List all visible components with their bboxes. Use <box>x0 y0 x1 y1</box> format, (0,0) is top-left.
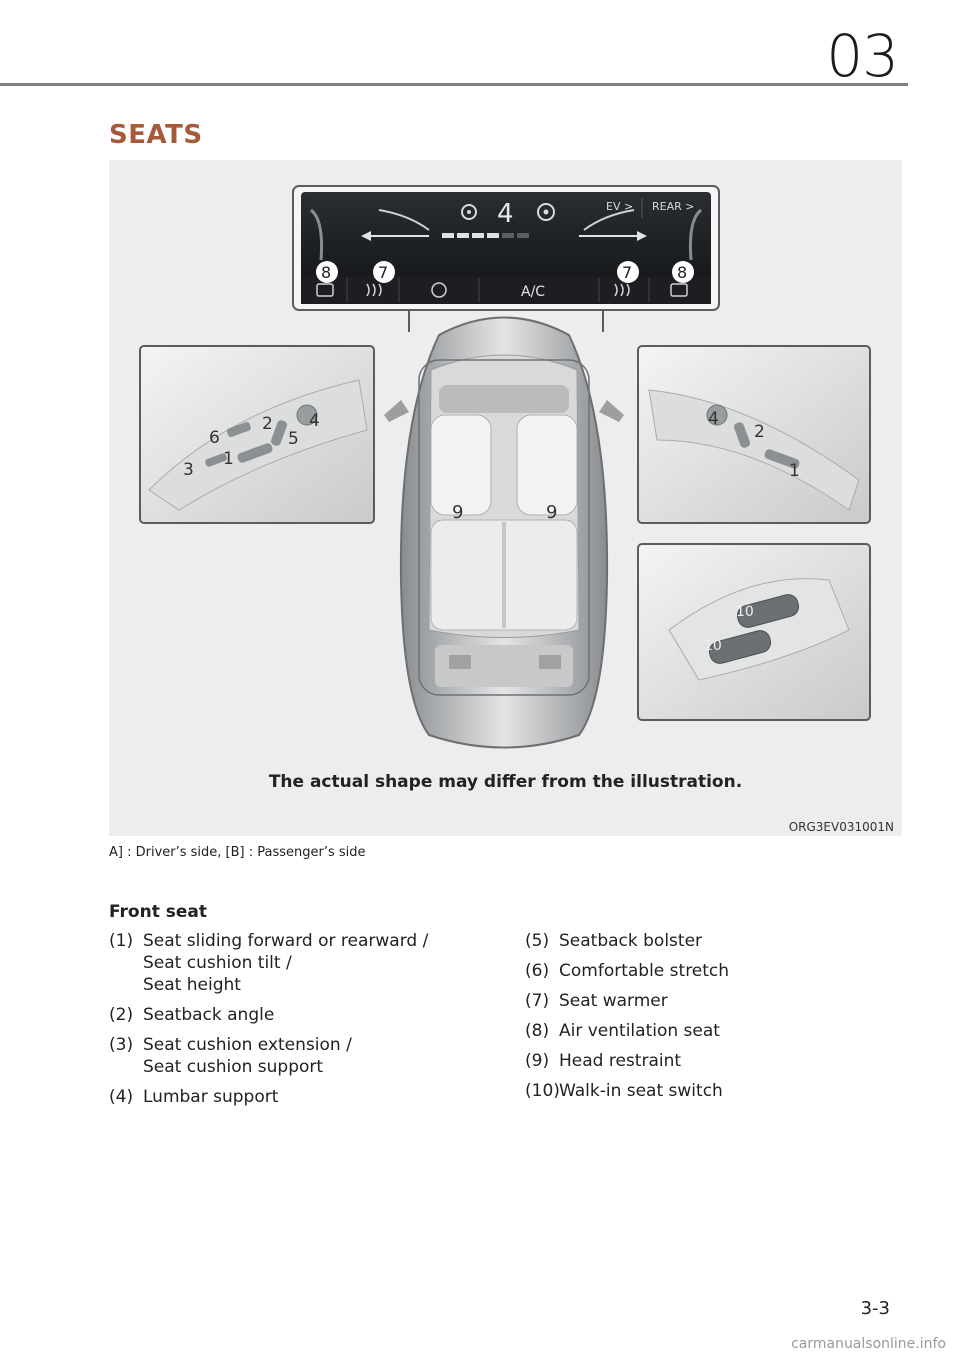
item-number: (9) <box>525 1051 550 1071</box>
driver-callout-3: 3 <box>183 460 194 480</box>
walkin-callout-10-top: 10 <box>736 604 754 620</box>
passenger-callout-2: 2 <box>754 422 765 442</box>
illustration-canvas: 9 9 4 <box>139 185 871 749</box>
fan-low-icon[interactable] <box>461 204 477 220</box>
driver-callout-6: 6 <box>209 428 220 448</box>
item-text: Head restraint <box>559 1051 682 1071</box>
driver-callout-5: 5 <box>288 429 299 449</box>
callout-9-left: 9 <box>452 502 463 523</box>
item-text: Seatback bolster <box>559 931 703 951</box>
list-item: (7) Seat warmer <box>525 990 855 1012</box>
subheading-front-seat: Front seat <box>109 902 207 922</box>
walk-in-switch-inset: 10 10 <box>637 543 871 721</box>
rear-button[interactable]: REAR > <box>652 200 694 213</box>
callout-8-left: 8 <box>321 263 331 282</box>
chapter-number: 03 <box>826 22 899 90</box>
fan-level-value: 4 <box>497 199 514 229</box>
item-number: (1) <box>109 931 134 951</box>
list-item: (8) Air ventilation seat <box>525 1020 855 1042</box>
ventilation-left-icon[interactable] <box>316 283 334 297</box>
passenger-callout-1: 1 <box>789 461 800 481</box>
list-item: (9) Head restraint <box>525 1050 855 1072</box>
passenger-seat-switch-inset: 4 2 1 <box>637 345 871 524</box>
callout-7-right: 7 <box>622 263 632 282</box>
item-text: Comfortable stretch <box>559 961 730 981</box>
item-text: Seat cushion extension / Seat cushion su… <box>143 1035 352 1077</box>
item-number: (10) <box>525 1081 560 1101</box>
list-item: (6) Comfortable stretch <box>525 960 855 982</box>
driver-callout-1: 1 <box>223 449 234 469</box>
figure-code: ORG3EV031001N <box>788 820 894 834</box>
page-number: 3-3 <box>860 1298 890 1319</box>
section-title: SEATS <box>109 120 203 150</box>
callout-7-left: 7 <box>378 263 388 282</box>
feature-list-left: (1) Seat sliding forward or rearward / Se… <box>109 930 469 1116</box>
list-item: (4) Lumbar support <box>109 1086 469 1108</box>
feature-list-right: (5) Seatback bolster (6) Comfortable stret… <box>525 930 855 1110</box>
header-divider <box>0 83 908 86</box>
callout-8-right: 8 <box>677 263 687 282</box>
item-text: Seat warmer <box>559 991 668 1011</box>
list-item: (10)Walk-in seat switch <box>525 1080 855 1102</box>
list-item: (1) Seat sliding forward or rearward / Se… <box>109 930 469 996</box>
item-text: Lumbar support <box>143 1087 279 1107</box>
item-number: (3) <box>109 1035 134 1055</box>
item-number: (4) <box>109 1087 134 1107</box>
item-text: Walk-in seat switch <box>559 1081 723 1101</box>
driver-callout-2: 2 <box>262 414 273 434</box>
item-text: Seat sliding forward or rearward / Seat … <box>143 931 429 995</box>
steering-heater-icon[interactable] <box>431 282 447 298</box>
watermark: carmanualsonline.info <box>791 1336 946 1352</box>
item-number: (6) <box>525 961 550 981</box>
car-top-view <box>384 316 624 749</box>
climate-control-panel: 4 EV > REAR > A/C <box>292 185 720 311</box>
item-text: Seatback angle <box>143 1005 275 1025</box>
walkin-callout-10-bottom: 10 <box>704 638 722 654</box>
seat-warmer-left-icon[interactable] <box>366 283 382 297</box>
figure-caption: The actual shape may differ from the ill… <box>268 772 743 792</box>
list-item: (5) Seatback bolster <box>525 930 855 952</box>
seat-controls-illustration: 9 9 4 <box>109 160 902 836</box>
ev-button[interactable]: EV > <box>606 200 633 213</box>
seat-warmer-right-icon[interactable] <box>614 283 630 297</box>
figure-note: A] : Driver’s side, [B] : Passenger’s si… <box>109 845 366 860</box>
item-number: (7) <box>525 991 550 1011</box>
driver-callout-4: 4 <box>309 411 320 431</box>
item-number: (2) <box>109 1005 134 1025</box>
ventilation-right-icon[interactable] <box>670 283 688 297</box>
item-number: (5) <box>525 931 550 951</box>
list-item: (3) Seat cushion extension / Seat cushion… <box>109 1034 469 1078</box>
callout-9-right: 9 <box>546 502 557 523</box>
ac-button[interactable]: A/C <box>521 284 545 300</box>
item-number: (8) <box>525 1021 550 1041</box>
list-item: (2) Seatback angle <box>109 1004 469 1026</box>
fan-high-icon[interactable] <box>537 203 555 221</box>
passenger-callout-4: 4 <box>708 409 719 429</box>
driver-seat-switch-inset: 6 2 4 5 3 1 <box>139 345 375 524</box>
item-text: Air ventilation seat <box>559 1021 720 1041</box>
